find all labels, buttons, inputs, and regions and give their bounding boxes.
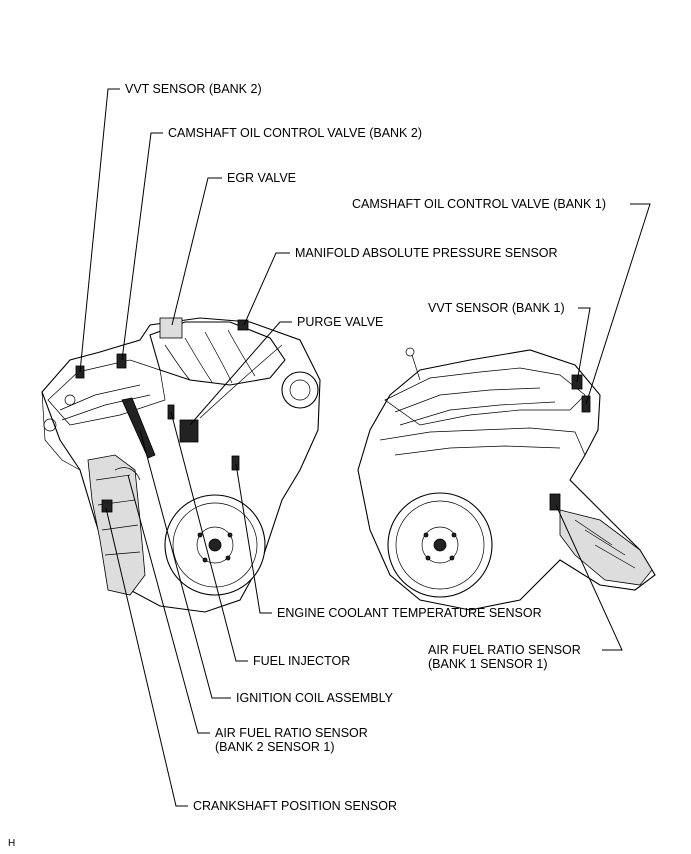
leader-af-bank1	[555, 504, 623, 651]
leader-vvt-bank2	[79, 88, 120, 373]
leader-map	[243, 252, 290, 326]
ocv-bank2-part	[116, 353, 127, 369]
af-sensor-bank1-part	[549, 493, 561, 511]
leader-vvt-bank1	[576, 307, 591, 383]
label-map-sensor: MANIFOLD ABSOLUTE PRESSURE SENSOR	[295, 246, 558, 260]
map-sensor-part	[237, 319, 249, 331]
leader-egr	[171, 177, 222, 326]
leader-lines	[79, 88, 651, 807]
egr-valve-part	[159, 317, 183, 339]
label-ckp-sensor: CRANKSHAFT POSITION SENSOR	[193, 799, 397, 813]
af-sensor-bank2-wire	[114, 467, 141, 481]
label-purge-valve: PURGE VALVE	[297, 315, 383, 329]
leader-af-bank2	[127, 474, 210, 734]
label-egr-valve: EGR VALVE	[227, 171, 296, 185]
ect-sensor-part	[231, 455, 240, 471]
ignition-coil-part	[121, 397, 156, 459]
left-engine-illustration	[41, 317, 321, 613]
callout-labels: VVT SENSOR (BANK 2) CAMSHAFT OIL CONTROL…	[8, 82, 606, 849]
leader-purge	[189, 321, 292, 426]
leader-ckp	[105, 507, 188, 807]
figure-code: H	[8, 838, 15, 849]
label-af-bank2-line1: AIR FUEL RATIO SENSOR	[215, 726, 368, 740]
label-af-bank2-line2: (BANK 2 SENSOR 1)	[215, 740, 334, 754]
label-ocv-bank2: CAMSHAFT OIL CONTROL VALVE (BANK 2)	[168, 126, 422, 140]
label-ignition-coil: IGNITION COIL ASSEMBLY	[236, 691, 394, 705]
purge-valve-part	[179, 419, 199, 443]
leader-ocv-bank1	[585, 203, 651, 405]
label-ocv-bank1: CAMSHAFT OIL CONTROL VALVE (BANK 1)	[352, 197, 606, 211]
label-vvt-bank1: VVT SENSOR (BANK 1)	[428, 301, 565, 315]
right-engine-illustration	[357, 347, 656, 611]
leader-coil	[139, 429, 231, 699]
label-af-bank1-line1: AIR FUEL RATIO SENSOR	[428, 643, 581, 657]
label-ect-sensor: ENGINE COOLANT TEMPERATURE SENSOR	[277, 606, 542, 620]
leader-injector	[170, 411, 248, 662]
leader-ect	[235, 463, 272, 614]
leader-ocv-bank2	[121, 132, 163, 361]
label-af-bank1-line2: (BANK 1 SENSOR 1)	[428, 657, 547, 671]
label-fuel-injector: FUEL INJECTOR	[253, 654, 350, 668]
label-vvt-bank2: VVT SENSOR (BANK 2)	[125, 82, 262, 96]
